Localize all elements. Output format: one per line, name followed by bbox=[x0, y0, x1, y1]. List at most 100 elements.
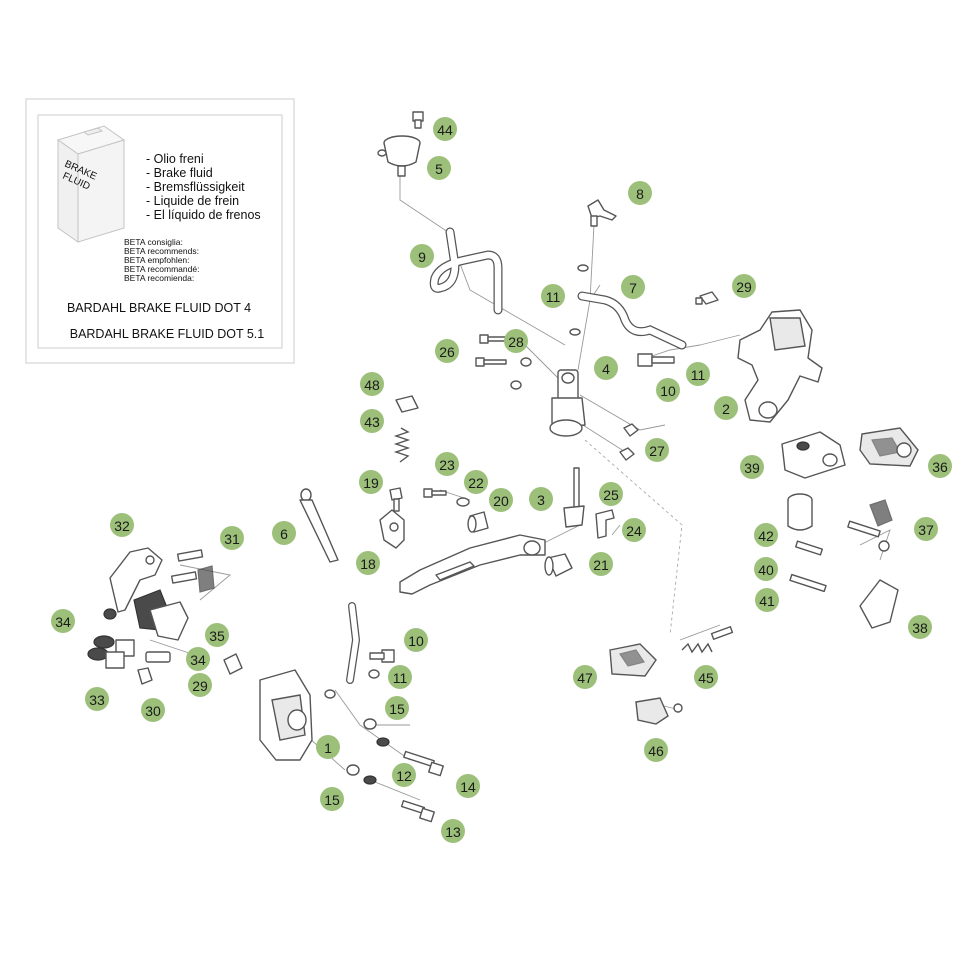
callout-number: 1 bbox=[324, 740, 332, 756]
recommends-es: BETA recomienda: bbox=[124, 273, 194, 283]
part-8-banjo-bolt bbox=[587, 199, 617, 227]
part-13-bolt bbox=[400, 800, 435, 823]
callout-20: 20 bbox=[489, 488, 513, 512]
callout-number: 15 bbox=[324, 792, 340, 808]
part-33-pistons bbox=[105, 639, 135, 669]
recommends-de: BETA empfohlen: bbox=[124, 255, 190, 265]
recommends-fr: BETA recommandé: bbox=[124, 264, 199, 274]
callout-number: 18 bbox=[360, 556, 376, 572]
part-30-bleeder bbox=[137, 667, 153, 685]
brake-fluid-info-box: BRAKE FLUID - Olio freni - Brake fluid -… bbox=[25, 98, 295, 364]
part-37-parts bbox=[847, 499, 893, 552]
callout-number: 43 bbox=[364, 414, 380, 430]
callout-12: 12 bbox=[392, 763, 416, 787]
callout-circle bbox=[754, 557, 778, 581]
callout-number: 42 bbox=[758, 528, 774, 544]
callout-number: 11 bbox=[546, 289, 561, 305]
callout-8: 8 bbox=[628, 181, 652, 205]
callout-15: 15 bbox=[385, 696, 409, 720]
callout-1: 1 bbox=[316, 735, 340, 759]
part-29-bleeder-cap bbox=[223, 653, 243, 675]
callout-3: 3 bbox=[529, 487, 553, 511]
callout-number: 35 bbox=[209, 628, 225, 644]
callout-number: 31 bbox=[224, 531, 240, 547]
product-dot51: BARDAHL BRAKE FLUID DOT 5.1 bbox=[70, 327, 265, 341]
callout-number: 23 bbox=[439, 457, 455, 473]
callout-38: 38 bbox=[908, 615, 932, 639]
callout-45: 45 bbox=[694, 665, 718, 689]
callout-11: 11 bbox=[686, 362, 710, 386]
callout-circle bbox=[732, 274, 756, 298]
callout-35: 35 bbox=[205, 623, 229, 647]
callout-number: 11 bbox=[691, 367, 706, 383]
callout-number: 48 bbox=[364, 377, 380, 393]
callout-circle bbox=[464, 470, 488, 494]
callout-number: 11 bbox=[393, 670, 408, 686]
part-22-washer bbox=[456, 497, 470, 507]
part-21-bushing bbox=[544, 553, 573, 577]
part-20-bushing bbox=[467, 511, 489, 533]
part-48-plate bbox=[395, 395, 419, 413]
part-42-bushing bbox=[787, 493, 813, 531]
callout-4: 4 bbox=[594, 356, 618, 380]
callout-circle bbox=[205, 623, 229, 647]
callout-42: 42 bbox=[754, 523, 778, 547]
callout-number: 34 bbox=[190, 652, 206, 668]
callout-46: 46 bbox=[644, 738, 668, 762]
callout-18: 18 bbox=[356, 551, 380, 575]
callout-number: 39 bbox=[744, 460, 760, 476]
fluid-name-fr: - Liquide de frein bbox=[146, 194, 239, 208]
callout-circle bbox=[714, 396, 738, 420]
part-32-caliper-bracket bbox=[109, 547, 163, 613]
callout-number: 34 bbox=[55, 614, 71, 630]
callout-circle bbox=[388, 665, 412, 689]
callout-circle bbox=[914, 517, 938, 541]
callout-circle bbox=[51, 609, 75, 633]
part-47-cover bbox=[609, 643, 657, 677]
callout-number: 26 bbox=[439, 344, 455, 360]
callout-circle bbox=[85, 687, 109, 711]
callout-7: 7 bbox=[621, 275, 645, 299]
callout-circle bbox=[441, 819, 465, 843]
callout-number: 28 bbox=[508, 334, 524, 350]
part-43-spring bbox=[393, 427, 411, 463]
callout-circle bbox=[404, 628, 428, 652]
callout-40: 40 bbox=[754, 557, 778, 581]
callout-circle bbox=[186, 647, 210, 671]
part-39-cover bbox=[781, 431, 846, 479]
front-brake-hose bbox=[346, 602, 361, 684]
callout-6: 6 bbox=[272, 521, 296, 545]
callout-number: 46 bbox=[648, 743, 664, 759]
callout-29: 29 bbox=[188, 673, 212, 697]
part-46-cover bbox=[635, 697, 683, 725]
callout-number: 6 bbox=[280, 526, 288, 542]
callout-number: 9 bbox=[418, 249, 426, 265]
callout-number: 45 bbox=[698, 670, 714, 686]
part-35-brake-pads bbox=[133, 589, 189, 641]
callout-circle bbox=[645, 438, 669, 462]
part-44-screw bbox=[412, 111, 424, 129]
callout-circle bbox=[686, 362, 710, 386]
fluid-name-it: - Olio freni bbox=[146, 152, 204, 166]
callout-number: 38 bbox=[912, 620, 928, 636]
part-19-screw bbox=[389, 487, 403, 512]
part-18-bracket bbox=[379, 509, 405, 549]
callout-2: 2 bbox=[714, 396, 738, 420]
callout-26: 26 bbox=[435, 339, 459, 363]
part-9-hose bbox=[429, 227, 503, 315]
callout-number: 12 bbox=[396, 768, 412, 784]
part-7-brake-hose bbox=[577, 291, 687, 350]
brake-fluid-bottle-icon: BRAKE FLUID bbox=[56, 125, 126, 243]
part-23-screw bbox=[423, 488, 447, 498]
callout-10: 10 bbox=[404, 628, 428, 652]
callout-32: 32 bbox=[110, 513, 134, 537]
part-4-master-cylinder bbox=[549, 369, 586, 437]
callout-34: 34 bbox=[186, 647, 210, 671]
callout-number: 3 bbox=[537, 492, 545, 508]
callout-circle bbox=[220, 526, 244, 550]
part-11-washers bbox=[569, 264, 589, 336]
callout-circle bbox=[360, 372, 384, 396]
callout-number: 19 bbox=[363, 475, 379, 491]
part-3-brake-pedal bbox=[399, 534, 546, 595]
